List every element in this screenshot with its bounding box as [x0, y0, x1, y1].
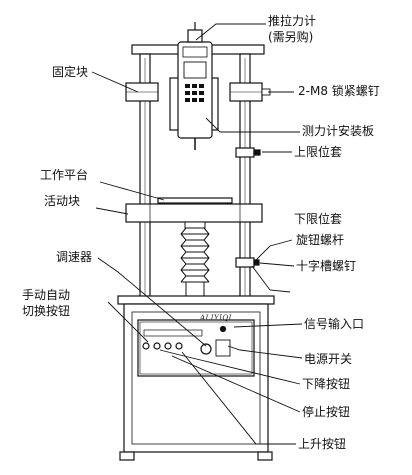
label-switch-line2: 切换按钮	[22, 304, 71, 318]
label-cross-screw: 十字槽螺钉	[296, 259, 357, 273]
work-platform	[157, 197, 233, 204]
label-up-button: 上升按钮	[298, 437, 347, 451]
label-lower-limit: 下限位套	[294, 212, 343, 226]
label-stop-button: 停止按钮	[302, 405, 351, 419]
label-fixed-block: 固定块	[52, 65, 89, 79]
up-button-knob	[175, 342, 183, 350]
label-work-table: 工作平台	[40, 168, 89, 182]
gauge-keypad	[185, 84, 204, 102]
label-power-switch: 电源开关	[304, 352, 353, 366]
stop-button-knob	[164, 342, 172, 350]
base-top-plate	[117, 295, 275, 305]
label-upper-limit: 上限位套	[294, 145, 343, 159]
gauge-display	[183, 61, 207, 79]
foot-right	[257, 451, 273, 461]
label-speed-controller: 调速器	[56, 250, 93, 264]
label-moving-block: 活动块	[44, 194, 81, 208]
leader-lines	[91, 23, 303, 445]
label-switch-line1: 手动自动	[22, 288, 71, 302]
lower-limit-collar	[235, 257, 255, 268]
moving-block	[125, 203, 263, 223]
label-signal-port: 信号输入口	[304, 317, 365, 331]
upper-limit-collar	[235, 147, 255, 158]
label-push-pull-gauge: 推拉力计	[268, 14, 317, 28]
label-gauge-note: (需另购)	[268, 30, 314, 44]
bellows	[180, 221, 210, 297]
speed-knob	[200, 343, 212, 355]
down-button-knob	[153, 342, 161, 350]
label-knob-rod: 旋钮螺杆	[296, 233, 345, 247]
switch-button	[142, 342, 150, 350]
label-gauge-plate: 测力计安装板	[302, 124, 375, 138]
power-switch	[215, 339, 231, 357]
foot-left	[119, 451, 135, 461]
label-lock-screw: 2-M8 锁紧螺钉	[298, 84, 380, 98]
brand-logo-text: ALIYIQI	[200, 314, 232, 322]
signal-port	[219, 325, 227, 333]
speed-display	[143, 329, 203, 337]
label-down-button: 下降按钮	[302, 377, 351, 391]
